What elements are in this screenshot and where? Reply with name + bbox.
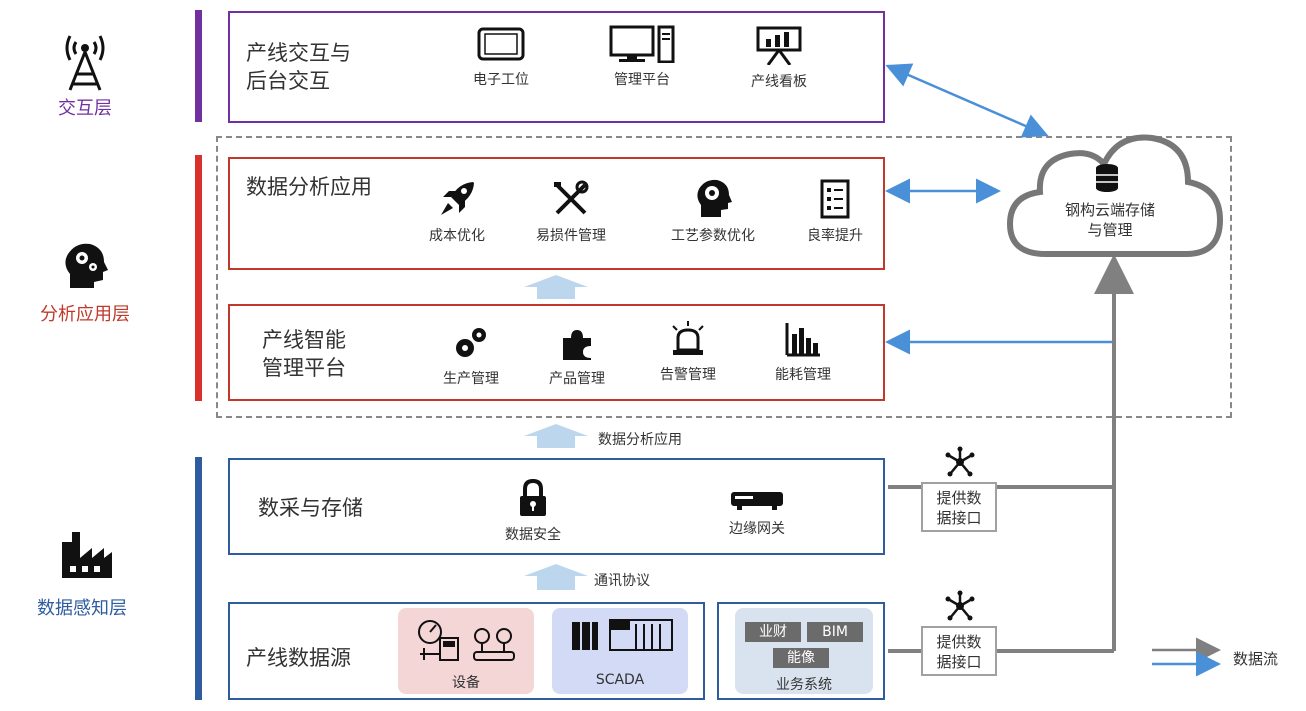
brain-gear-head-icon [65, 243, 108, 288]
item-label: 生产管理 [443, 371, 499, 387]
alarm-light-icon [672, 321, 704, 355]
legend-label: 数据流 [1233, 650, 1279, 668]
network-node-icon [945, 446, 975, 477]
business-system-label: 业务系统 [776, 677, 832, 693]
data-source-box: 产线数据源 设备 SCADA [228, 602, 705, 700]
interaction-box: 产线交互与 后台交互 电子工位 管理平台 产线看板 [228, 11, 885, 123]
tag-finance: 业财 [745, 622, 801, 642]
rocket-icon [441, 182, 474, 215]
item-production-board: 产线看板 [724, 25, 834, 91]
gears-icon [456, 328, 486, 357]
item-process-param: 工艺参数优化 [658, 177, 768, 245]
collection-storage-box-title: 数采与存储 [258, 496, 363, 520]
smart-platform-box-title: 产线智能 管理平台 [262, 328, 346, 380]
layer-label-interaction: 交互层 [58, 98, 112, 119]
item-label: 工艺参数优化 [671, 228, 755, 244]
item-edge-gateway: 边缘网关 [702, 488, 812, 538]
item-label: 产线看板 [751, 74, 807, 90]
collection-storage-box: 数采与存储 数据安全 边缘网关 [228, 458, 885, 555]
lock-icon [520, 478, 546, 516]
item-label: 电子工位 [473, 72, 529, 88]
network-node-icon [945, 590, 975, 621]
item-label: 良率提升 [807, 228, 863, 244]
item-cost-optimization: 成本优化 [402, 179, 512, 245]
interaction-layer-bar [195, 10, 202, 122]
equipment-icon [418, 620, 515, 661]
business-system-box: 业财 BIM 能像 业务系统 [717, 602, 885, 700]
item-label: 产品管理 [549, 371, 605, 387]
gateway-device-icon [731, 492, 783, 510]
interaction-box-title: 产线交互与 后台交互 [246, 41, 351, 93]
bar-chart-icon [785, 323, 820, 357]
cloud-label: 钢构云端存储 与管理 [1064, 201, 1155, 239]
item-production: 生产管理 [416, 324, 526, 388]
data-analysis-box: 数据分析应用 成本优化 易损件管理 工艺参数优化 良率提升 [228, 157, 885, 270]
item-label: 数据安全 [505, 527, 561, 543]
data-interface-box-2: 提供数 据接口 [921, 626, 997, 676]
cloud-shape [1006, 134, 1224, 257]
tools-icon [554, 180, 589, 215]
data-interface-box-1: 提供数 据接口 [921, 482, 997, 532]
item-data-security: 数据安全 [478, 478, 588, 544]
analysis-layer-bar [195, 155, 202, 401]
scada-panel: SCADA [552, 608, 688, 694]
analysis-arrow-label: 数据分析应用 [598, 432, 682, 448]
checklist-icon [820, 179, 850, 219]
smart-platform-box: 产线智能 管理平台 生产管理 产品管理 告警管理 能耗管理 [228, 304, 885, 401]
item-yield: 良率提升 [780, 179, 890, 245]
item-wear-parts: 易损件管理 [516, 179, 626, 245]
business-system-panel: 业财 BIM 能像 业务系统 [735, 608, 873, 694]
item-alarm: 告警管理 [633, 320, 743, 384]
item-label: 管理平台 [614, 72, 670, 88]
scada-icon [572, 619, 673, 651]
up-arrow-2 [524, 424, 588, 448]
database-icon [1096, 164, 1118, 192]
protocol-arrow-label: 通讯协议 [594, 573, 650, 589]
scada-label: SCADA [595, 672, 645, 688]
item-label: 告警管理 [660, 367, 716, 383]
item-energy: 能耗管理 [748, 320, 858, 384]
item-management-platform: 管理平台 [587, 25, 697, 89]
tablet-icon [477, 27, 525, 61]
item-label: 易损件管理 [536, 228, 606, 244]
layer-label-perception: 数据感知层 [37, 598, 127, 619]
layer-label-analysis: 分析应用层 [40, 304, 130, 325]
tag-profile: 能像 [773, 648, 829, 668]
up-arrow-1 [524, 275, 588, 299]
item-label: 能耗管理 [775, 367, 831, 383]
desktop-computer-icon [609, 25, 675, 63]
up-arrow-3 [524, 564, 588, 590]
analysis-dashed-region [216, 136, 1232, 418]
item-label: 成本优化 [429, 228, 485, 244]
brain-head-icon [697, 179, 732, 217]
equipment-panel: 设备 [398, 608, 534, 694]
equipment-label: 设备 [452, 675, 480, 691]
data-analysis-box-title: 数据分析应用 [246, 175, 372, 199]
item-electronic-station: 电子工位 [446, 25, 556, 89]
tag-bim: BIM [807, 622, 863, 642]
data-source-box-title: 产线数据源 [246, 646, 351, 670]
puzzle-icon [563, 330, 591, 360]
presentation-board-icon [756, 26, 802, 65]
perception-layer-bar [195, 457, 202, 700]
antenna-icon [65, 35, 105, 91]
item-label: 边缘网关 [729, 521, 785, 537]
item-product: 产品管理 [522, 324, 632, 388]
factory-icon [62, 532, 112, 578]
